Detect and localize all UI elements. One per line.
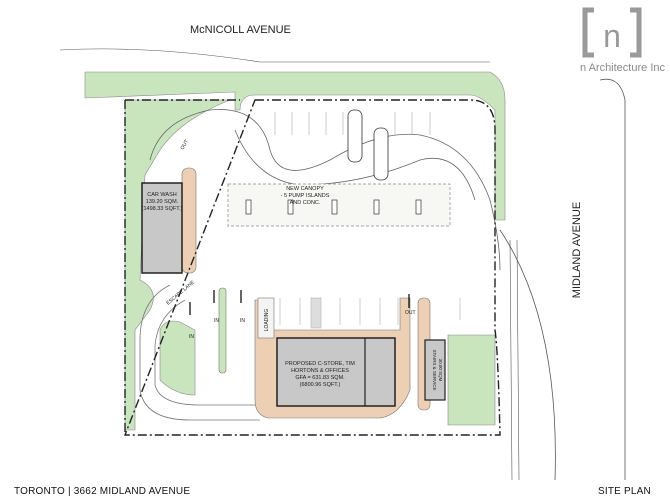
logo-letter: n — [603, 18, 621, 54]
stacking-lane — [139, 284, 260, 421]
c-store-label-3: GFA = 631.83 SQM. — [295, 375, 345, 381]
c-store-building — [276, 337, 396, 407]
parking-north — [274, 112, 431, 135]
c-store-label-2: HORTONS & OFFICES — [291, 368, 349, 374]
mcnicoll-avenue-label: McNICOLL AVENUE — [190, 24, 291, 36]
car-wash-label-3: (1498.33 SQFT.) — [142, 206, 183, 212]
logo-mark: n — [582, 7, 642, 58]
stacking-lane-inner — [154, 299, 260, 406]
c-store-label-4: (6800.96 SQFT.) — [300, 382, 341, 388]
in-label-1: IN — [189, 334, 194, 340]
logo-name: n Architecture Inc — [580, 62, 665, 74]
car-wash-label-1: CAR WASH — [147, 192, 176, 198]
midland-avenue-label: MIDLAND AVENUE — [571, 202, 583, 298]
mcnicoll-road-edge — [59, 48, 490, 63]
road-edge-midland-2 — [599, 78, 626, 480]
c-store-label-1: PROPOSED C-STORE, TIM — [285, 361, 355, 367]
in-label-3: IN — [240, 318, 245, 324]
in-label-2: IN — [214, 318, 219, 324]
property-line — [123, 99, 501, 436]
car-wash-building — [141, 182, 183, 274]
canopy — [227, 183, 451, 227]
road-line-2 — [516, 239, 520, 481]
loading-area — [257, 297, 275, 339]
road-edge-midland — [499, 229, 556, 481]
drive-aisle — [149, 109, 501, 271]
service-label-2: 30.00 SQM — [438, 359, 443, 382]
out-label-east: OUT — [405, 310, 416, 316]
landscape-strip — [218, 287, 227, 374]
canopy-label-3: AND CONC. — [290, 200, 321, 206]
accessible-aisle — [310, 297, 322, 329]
footer-project: TORONTO | 3662 MIDLAND AVENUE — [14, 486, 191, 497]
direction-arrows — [189, 290, 410, 315]
landscape-east — [447, 334, 496, 426]
pump-island — [373, 127, 389, 181]
road-line — [509, 239, 513, 481]
drive-aisle-inner — [234, 129, 476, 201]
parking-central — [279, 298, 461, 325]
footer-sheet-title: SITE PLAN — [598, 486, 651, 497]
service-building — [424, 339, 446, 401]
landscape-island — [159, 320, 196, 396]
out-label-north: OUT — [180, 139, 190, 151]
landscape-north — [84, 71, 506, 221]
canopy-label-2: - 5 PUMP ISLANDS — [281, 193, 330, 199]
pump-island — [347, 109, 363, 163]
pump-dispensers — [245, 199, 422, 215]
car-wash-label-2: 139.20 SQM. — [146, 199, 179, 205]
service-label-1: STAIRS & SERVICE — [432, 349, 437, 390]
canopy-label-1: NEW CANOPY — [286, 186, 324, 192]
loading-label: LOADING — [264, 309, 270, 332]
